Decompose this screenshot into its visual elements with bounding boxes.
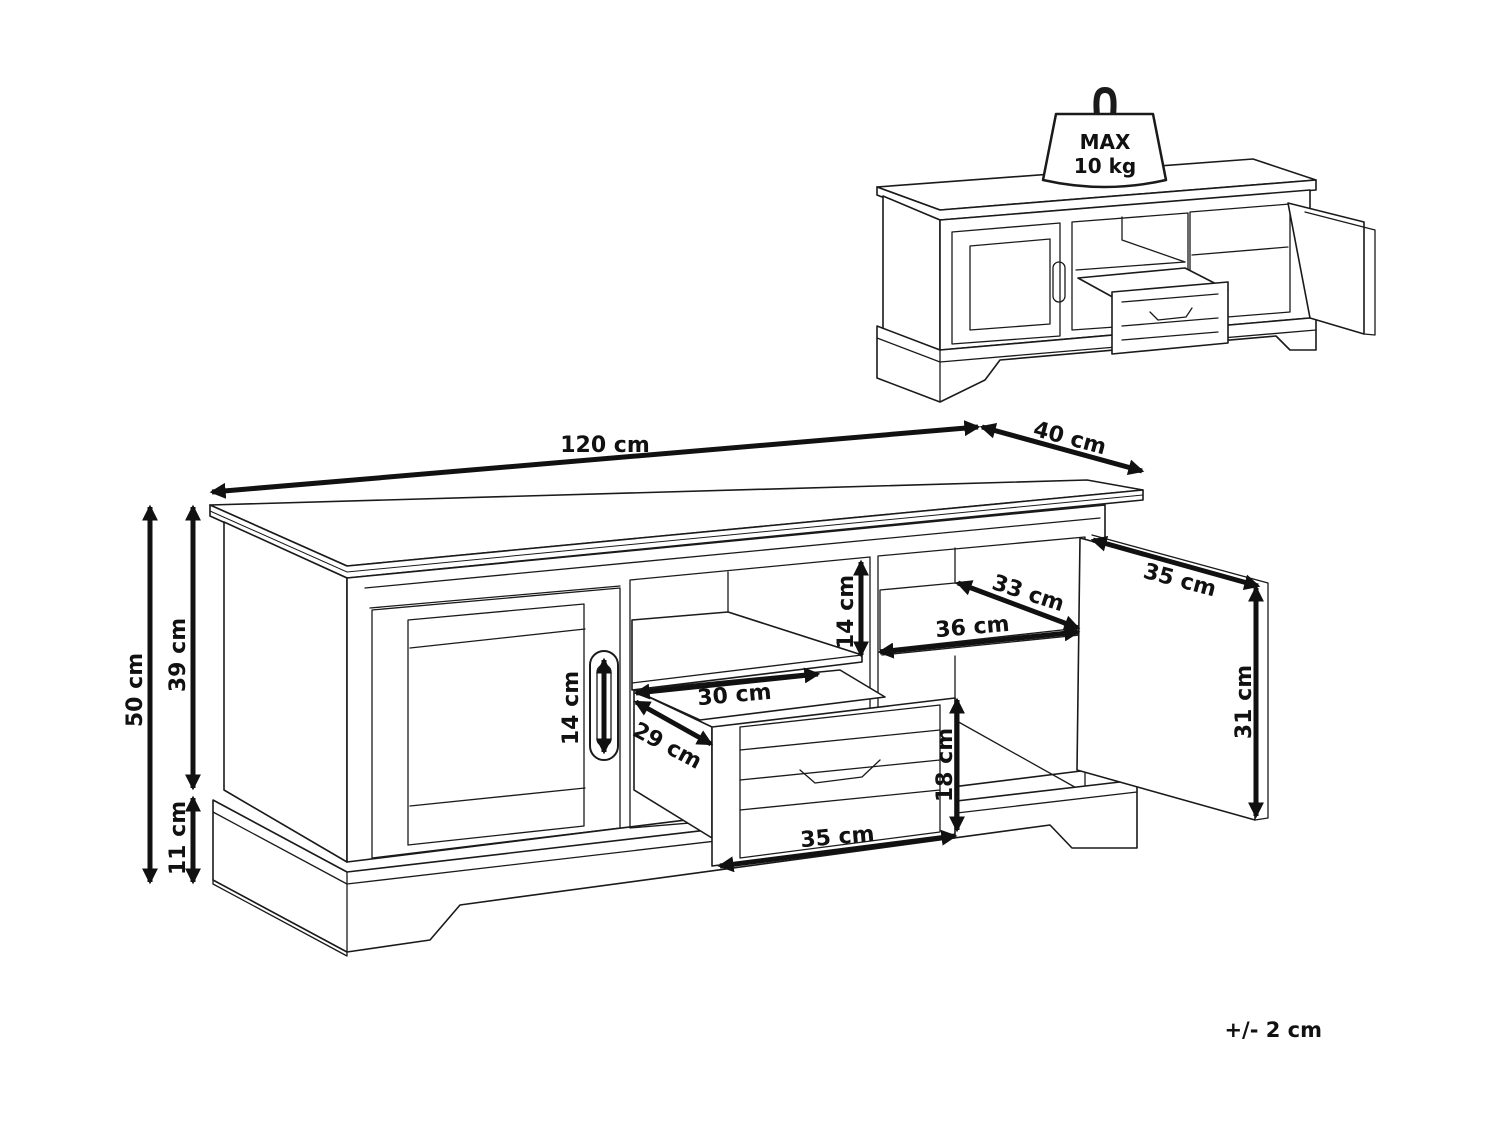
shelf-width-dimension-line [877, 625, 1081, 659]
small-right-door-edge [1304, 211, 1376, 336]
left-door [371, 587, 621, 859]
main-cabinet-illustration [209, 479, 1269, 957]
small-center-shelf [1075, 261, 1186, 271]
max-weight-badge: MAX 10 kg [1041, 87, 1168, 189]
shelf-depth-dimension-line [955, 580, 1081, 631]
base-height-label: 11 cm [166, 801, 191, 875]
drawer-height-label: 18 cm [933, 728, 958, 802]
small-top-edge [876, 179, 1317, 221]
weight-body [1041, 112, 1168, 189]
drawer-front-width-dimension-line [717, 829, 958, 873]
left-door-frame [407, 603, 585, 846]
width-label: 120 cm [560, 433, 650, 458]
drawer-depth-dimension-line [633, 699, 714, 747]
body-height-label: 39 cm [166, 618, 191, 692]
tolerance-note: +/- 2 cm [1224, 1018, 1322, 1042]
small-drawer-slats [1121, 293, 1219, 341]
weight-handle [1093, 87, 1117, 118]
small-left-door [951, 222, 1061, 345]
small-door-handle [1052, 261, 1066, 303]
shelf-height-label: 14 cm [834, 575, 859, 649]
depth-dimension-line [979, 422, 1145, 476]
top-edge-line [209, 494, 1144, 573]
width-dimension-line [209, 420, 981, 499]
top-edge [209, 489, 1144, 579]
left-door-inner-bottom [409, 787, 586, 807]
total-height-label: 50 cm [123, 653, 148, 727]
body-side-panel [223, 521, 348, 863]
depth-label: 40 cm [1031, 417, 1109, 460]
small-left-door-panel [969, 238, 1051, 331]
base-bottom [212, 879, 348, 957]
left-door-inner-top [409, 628, 586, 649]
weight-label-max: MAX [1080, 130, 1131, 154]
drawer-pull [799, 759, 881, 784]
drawer-inner-width-dimension-line [633, 667, 821, 700]
door-width-dimension-line [1090, 535, 1261, 591]
door-top-rail [369, 585, 621, 609]
front-top-rail [364, 517, 1101, 589]
small-right-shelf [1191, 246, 1289, 256]
small-drawer-pull [1149, 307, 1193, 321]
door-height-label: 31 cm [1232, 665, 1257, 739]
dimension-lines: 120 cm 40 cm 50 cm 39 cm 11 cm 14 cm 14 … [123, 417, 1265, 885]
small-body-side [882, 195, 941, 351]
small-center-shelf-back [1121, 216, 1186, 263]
weight-label-value: 10 kg [1074, 154, 1136, 178]
drawer-slats [739, 729, 941, 811]
handle-height-label: 14 cm [559, 671, 584, 745]
small-cabinet-illustration [876, 158, 1376, 403]
